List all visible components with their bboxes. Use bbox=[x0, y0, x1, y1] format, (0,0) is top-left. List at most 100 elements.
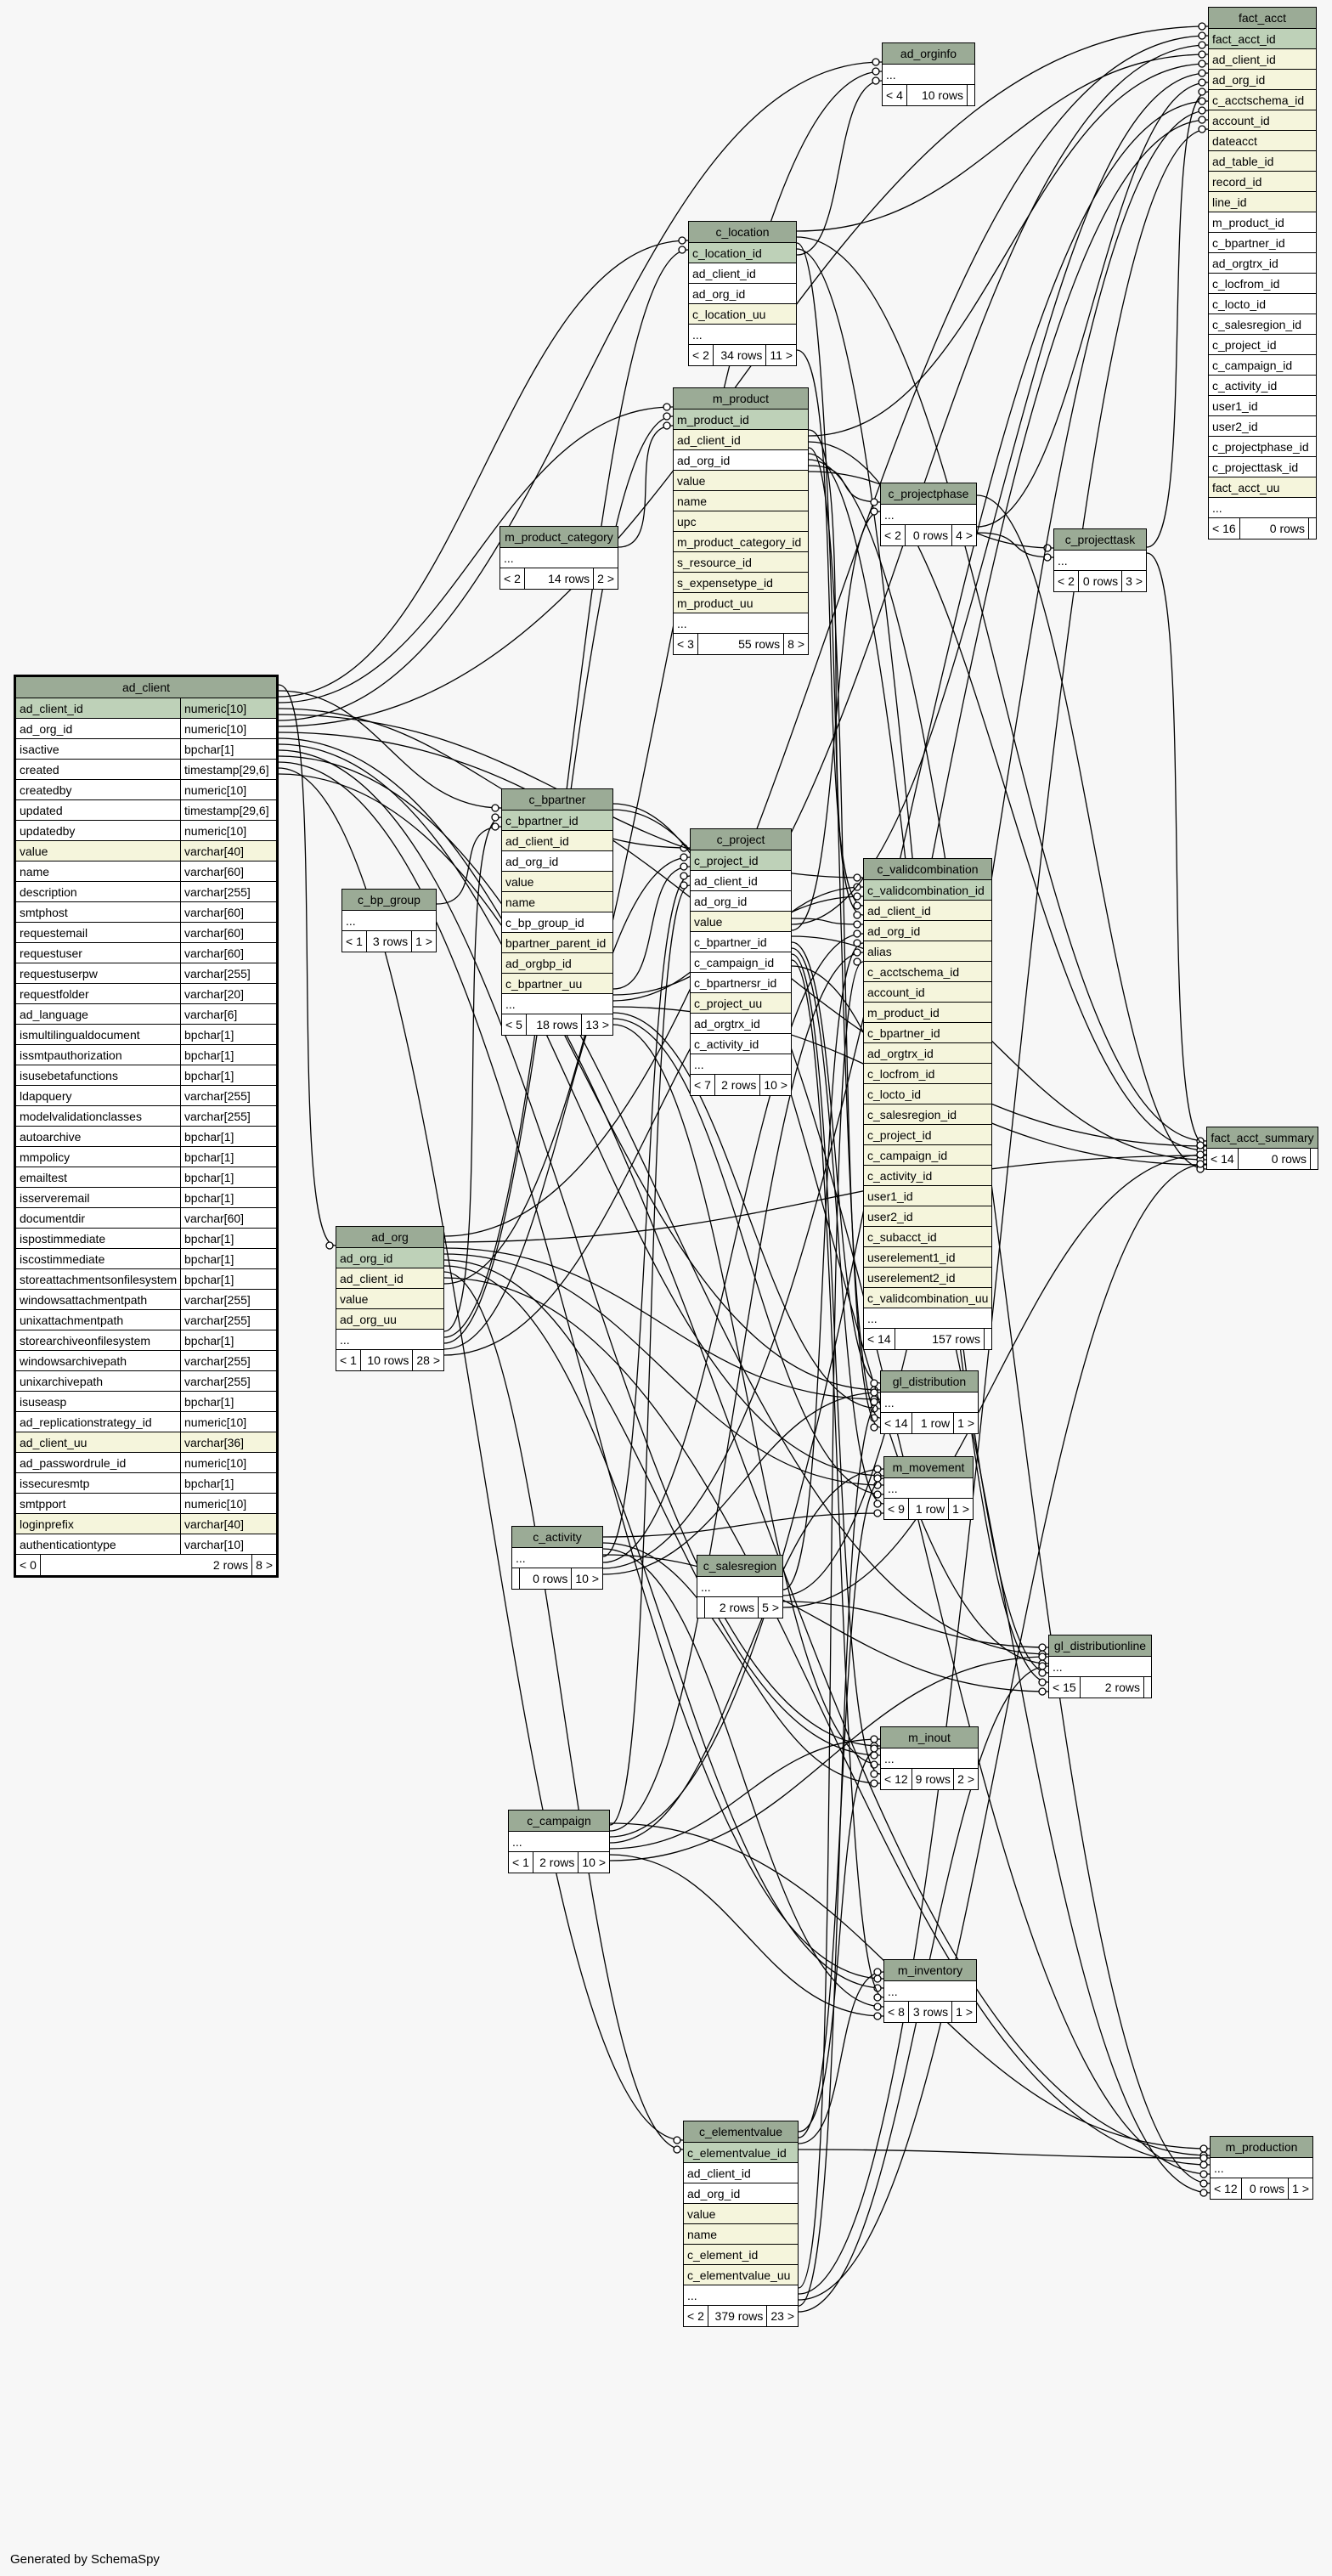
table-column[interactable]: value bbox=[691, 912, 791, 932]
table-column[interactable]: ... bbox=[500, 548, 618, 568]
table-column[interactable]: m_product_id bbox=[1209, 212, 1316, 233]
table-title[interactable]: c_salesregion bbox=[697, 1556, 782, 1577]
table-column[interactable]: c_projecttask_id bbox=[1209, 457, 1316, 477]
table-column[interactable]: name bbox=[684, 2224, 798, 2245]
table-column[interactable]: alias bbox=[864, 941, 991, 962]
table-column[interactable]: account_id bbox=[1209, 110, 1316, 131]
table-column[interactable]: bpartner_parent_id bbox=[502, 933, 612, 953]
table-column[interactable]: ... bbox=[684, 2285, 798, 2306]
table-column[interactable]: dateacct bbox=[1209, 131, 1316, 151]
table-column[interactable]: value bbox=[674, 471, 808, 491]
table-column[interactable]: ... bbox=[881, 505, 976, 525]
table-title[interactable]: m_inventory bbox=[884, 1960, 976, 1981]
table-column[interactable]: fact_acct_uu bbox=[1209, 477, 1316, 498]
table-column[interactable]: ... bbox=[512, 1548, 602, 1568]
table-column[interactable]: c_campaign_id bbox=[691, 952, 791, 973]
table-column[interactable]: c_acctschema_id bbox=[864, 962, 991, 982]
table-column[interactable]: ad_org_id bbox=[684, 2183, 798, 2204]
table-title[interactable]: c_projecttask bbox=[1054, 529, 1146, 551]
table-column[interactable]: s_expensetype_id bbox=[674, 573, 808, 593]
table-title[interactable]: c_elementvalue bbox=[684, 2121, 798, 2143]
table-column[interactable]: ad_org_id bbox=[674, 450, 808, 471]
table-column[interactable]: user1_id bbox=[864, 1186, 991, 1206]
table-column[interactable]: c_subacct_id bbox=[864, 1227, 991, 1247]
table-column[interactable]: ... bbox=[336, 1330, 443, 1350]
table-column[interactable]: ... bbox=[881, 1393, 978, 1413]
table-column[interactable]: ad_orgtrx_id bbox=[864, 1043, 991, 1064]
table-column[interactable]: ... bbox=[1049, 1657, 1151, 1677]
table-column[interactable]: ad_org_id bbox=[689, 284, 796, 304]
table-column[interactable]: ... bbox=[691, 1054, 791, 1075]
table-column[interactable]: c_activity_id bbox=[691, 1034, 791, 1054]
table-column[interactable]: record_id bbox=[1209, 172, 1316, 192]
table-column[interactable]: name bbox=[674, 491, 808, 511]
table-column[interactable]: m_product_uu bbox=[674, 593, 808, 613]
table-column[interactable]: c_bpartner_uu bbox=[502, 974, 612, 994]
table-column[interactable]: c_bpartner_id bbox=[864, 1023, 991, 1043]
table-title[interactable]: m_inout bbox=[881, 1727, 978, 1748]
table-column[interactable]: user2_id bbox=[864, 1206, 991, 1227]
table-column[interactable]: ... bbox=[674, 613, 808, 634]
primary-key-column[interactable]: fact_acct_id bbox=[1209, 29, 1316, 49]
table-column[interactable]: ad_client_id bbox=[336, 1268, 443, 1289]
table-column[interactable]: ad_org_id bbox=[864, 921, 991, 941]
table-column[interactable]: ... bbox=[864, 1308, 991, 1329]
table-title[interactable]: ad_orginfo bbox=[883, 43, 974, 65]
table-column[interactable]: c_bpartner_id bbox=[1209, 233, 1316, 253]
table-column[interactable]: ad_org_id bbox=[691, 891, 791, 912]
table-column[interactable]: c_validcombination_uu bbox=[864, 1288, 991, 1308]
table-column[interactable]: c_salesregion_id bbox=[864, 1104, 991, 1125]
table-column[interactable]: ... bbox=[883, 65, 974, 85]
table-column[interactable]: c_location_uu bbox=[689, 304, 796, 325]
table-column[interactable]: ad_orgtrx_id bbox=[691, 1014, 791, 1034]
table-column[interactable]: ad_orgtrx_id bbox=[1209, 253, 1316, 274]
table-column[interactable]: value bbox=[336, 1289, 443, 1309]
table-title[interactable]: m_product bbox=[674, 388, 808, 410]
table-column[interactable]: c_salesregion_id bbox=[1209, 314, 1316, 335]
table-column[interactable]: c_project_id bbox=[1209, 335, 1316, 355]
table-title[interactable]: m_production bbox=[1211, 2137, 1312, 2158]
table-column[interactable]: userelement1_id bbox=[864, 1247, 991, 1268]
table-column[interactable]: c_locto_id bbox=[864, 1084, 991, 1104]
table-title[interactable]: c_location bbox=[689, 222, 796, 243]
table-title[interactable]: m_movement bbox=[884, 1457, 973, 1478]
